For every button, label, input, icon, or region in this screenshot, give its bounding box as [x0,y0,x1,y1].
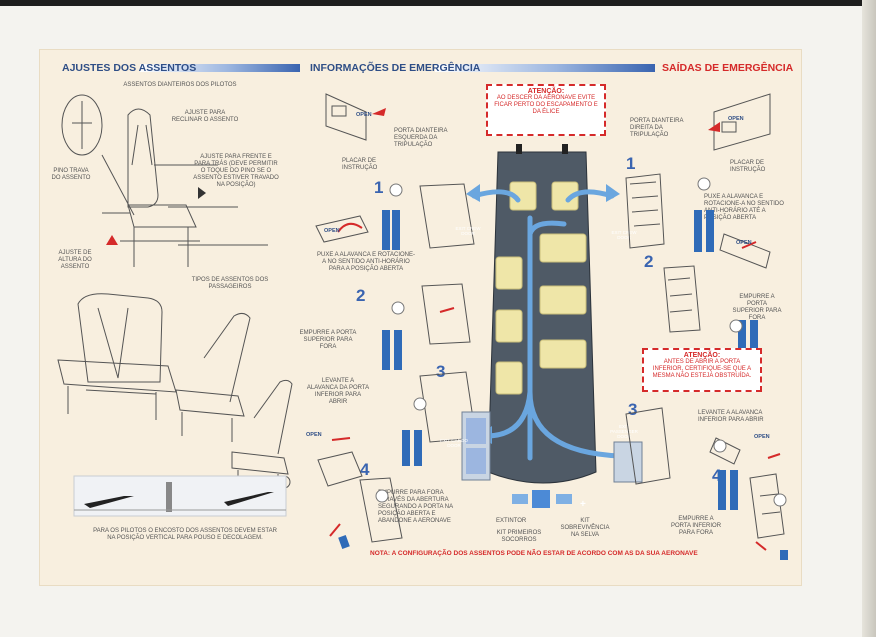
exhaust-warning-box: ATENÇÃO: AO DESCER DA AERONAVE EVITE FIC… [486,84,606,136]
right-step-3-open-label: OPEN [754,434,770,440]
recline-label: AJUSTE PARA RECLINAR O ASSENTO [171,110,239,123]
seats-header-bar [140,64,300,72]
pilot-seat-illustration [61,94,268,267]
right-step-3-number: 3 [628,400,638,419]
configuration-note: NOTA: A CONFIGURAÇÃO DOS ASSENTOS PODE N… [370,550,698,557]
left-step-3-number: 3 [436,362,446,381]
left-step-1-number: 1 [374,178,384,197]
left-door-caption: PORTA DIANTEIRA ESQUERDA DA TRIPULAÇÃO [394,128,448,148]
left-door-placard-label: PLACAR DE INSTRUÇÃO [342,158,378,171]
pilot-seat-note: PARA OS PILOTOS O ENCOSTO DOS ASSENTOS D… [93,528,277,541]
left-door-procedure-illustrations [315,183,477,550]
extinguisher-label: EXTINTOR [496,518,527,524]
right-door-placard-label: PLACAR DE INSTRUÇÃO [730,160,766,173]
seat-position-diagram [73,475,287,517]
left-step-4-text: EMPURRE PARA FORA ATRAVÉS DA ABERTURA SE… [378,490,453,524]
lower-door-warning-title: ATENÇÃO: [683,352,721,359]
scan-right-edge [862,0,876,637]
exit-label-left-crew: EXIT CREW DOOR [455,226,481,236]
exit-label-passenger: EXIT PASSENGER DOOR [610,424,638,439]
exit-label-right-crew: EXIT CREW DOOR [611,230,637,240]
first-aid-symbol: + [580,499,586,510]
right-step-2-text: EMPURRE A PORTA SUPERIOR PARA FORA [732,294,782,321]
passenger-seats-illustration [57,293,293,507]
exhaust-warning-title: ATENÇÃO: [527,88,565,95]
right-step-2-number: 2 [644,252,654,271]
left-step-2-number: 2 [356,286,366,305]
left-step-1-open-label: OPEN [324,228,340,234]
scan-top-edge [0,0,876,6]
left-step-3-text: LEVANTE A ALAVANCA DA PORTA INFERIOR PAR… [306,378,370,405]
left-step-4-number: 4 [360,460,370,479]
exhaust-warning-text: AO DESCER DA AERONAVE EVITE FICAR PERTO … [494,95,598,115]
exits-section-title: SAÍDAS DE EMERGÊNCIA [662,62,794,74]
height-label: AJUSTE DE ALTURA DO ASSENTO [58,250,92,270]
cabin-layout-diagram [461,144,643,508]
right-door-placard-illustration [708,93,771,151]
right-door-open-label: OPEN [728,116,744,122]
lower-door-warning-text: ANTES DE ABRIR A PORTA INFERIOR, CERTIFI… [652,359,752,379]
exit-label-cargo: EXIT CARGO DOOR [440,438,468,448]
survival-kit-label: KIT SOBREVIVÊNCIA NA SELVA [560,518,610,538]
left-door-placard-illustration [325,93,386,141]
right-step-1-open-label: OPEN [736,240,752,246]
pilot-seats-caption: ASSENTOS DIANTEIROS DOS PILOTOS [123,82,237,88]
left-step-2-text: EMPURRE A PORTA SUPERIOR PARA FORA [299,330,357,350]
left-door-open-label: OPEN [356,112,372,118]
pin-lock-label: PINO TRAVA DO ASSENTO [51,168,91,181]
safety-card: AJUSTES DOS ASSENTOS INFORMAÇÕES DE EMER… [40,50,801,585]
right-step-4-number: 4 [712,466,722,485]
info-section-title: INFORMAÇÕES DE EMERGÊNCIA [310,62,481,74]
lower-door-warning-box: ATENÇÃO: ANTES DE ABRIR A PORTA INFERIOR… [642,348,762,392]
right-step-3-text: LEVANTE A ALAVANCA INFERIOR PARA ABRIR [698,410,764,423]
fore-aft-label: AJUSTE PARA FRENTE E PARA TRÁS (DEVE PER… [193,154,279,188]
right-door-procedure-illustrations [625,173,788,560]
passenger-types-caption: TIPOS DE ASSENTOS DOS PASSAGEIROS [191,277,269,290]
first-aid-kit-label: KIT PRIMEIROS SOCORROS [496,530,542,543]
right-step-1-text: PUXE A ALAVANCA E ROTACIONE-A NO SENTIDO… [704,194,784,221]
left-step-1-text: PUXE A ALAVANCA E ROTACIONE-A NO SENTIDO… [316,252,416,272]
left-step-3-open-label: OPEN [306,432,322,438]
info-header-bar [435,64,655,72]
right-step-4-text: EMPURRE A PORTA INFERIOR PARA FORA [670,516,722,536]
seats-section-title: AJUSTES DOS ASSENTOS [62,62,197,74]
right-door-caption: PORTA DIANTEIRA DIREITA DA TRIPULAÇÃO [630,118,684,138]
right-step-1-number: 1 [626,154,636,173]
